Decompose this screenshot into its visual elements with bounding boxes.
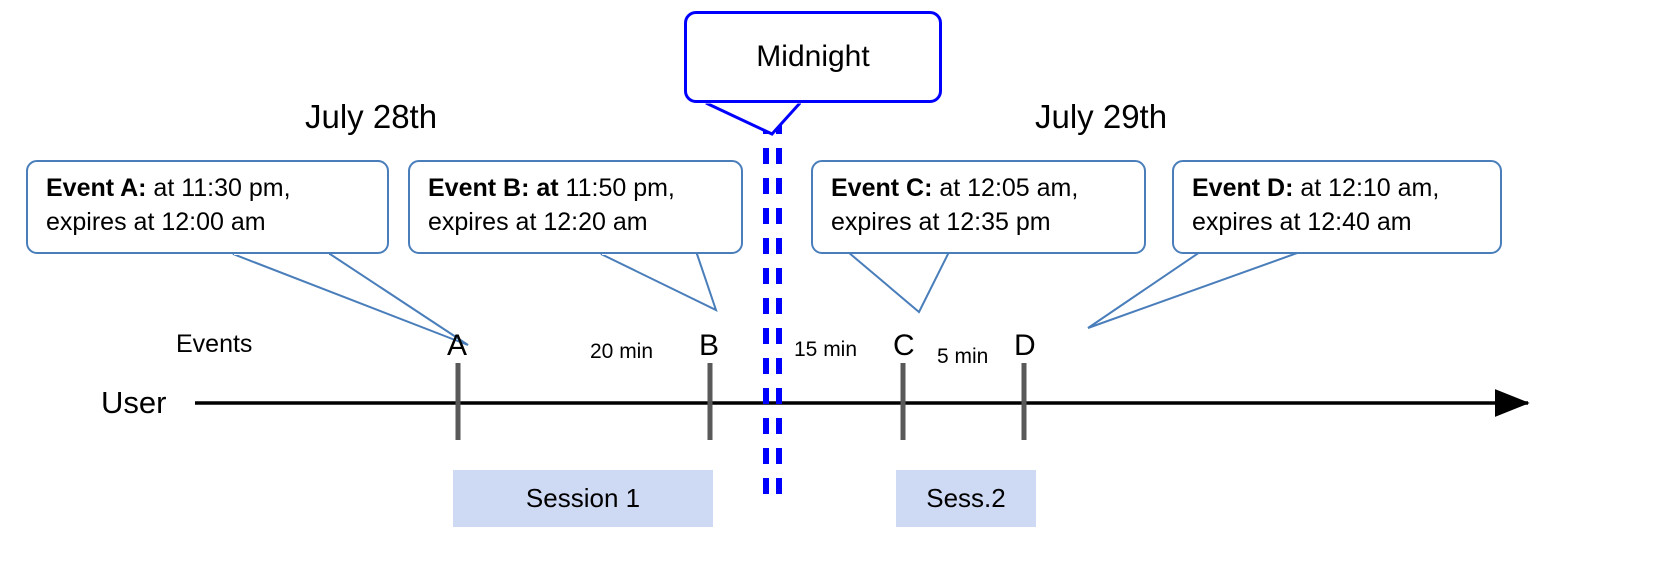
callout-event-d-title: Event D: xyxy=(1192,174,1294,202)
event-marker-a-label: A xyxy=(447,329,468,362)
leader-event-c xyxy=(845,251,951,314)
callout-event-a: Event A: at 11:30 pm, expires at 12:00 a… xyxy=(26,160,389,254)
event-marker-d-label: D xyxy=(1014,329,1036,362)
midnight-label: Midnight xyxy=(756,40,870,73)
midnight-callout: Midnight xyxy=(684,11,942,103)
callout-event-d: Event D: at 12:10 am, expires at 12:40 a… xyxy=(1172,160,1502,254)
gap-label-b-to-c: 15 min xyxy=(794,338,858,361)
callout-event-c-time: at 12:05 am, xyxy=(932,174,1079,202)
callout-event-c-line1: Event C: at 12:05 am, xyxy=(831,172,1130,206)
callout-event-b: Event B: at 11:50 pm, expires at 12:20 a… xyxy=(408,160,743,254)
callout-event-d-line1: Event D: at 12:10 am, xyxy=(1192,172,1486,206)
session-block-1: Session 1 xyxy=(453,470,713,527)
row-label-user: User xyxy=(101,385,167,420)
midnight-callout-tail xyxy=(705,101,802,136)
callout-event-a-title: Event A: xyxy=(46,174,147,202)
row-label-events: Events xyxy=(176,330,253,358)
gap-label-a-to-b: 20 min xyxy=(590,340,654,363)
callout-event-b-time: 11:50 pm, xyxy=(558,174,675,202)
leader-event-a xyxy=(232,253,469,346)
callout-event-c-line2: expires at 12:35 pm xyxy=(831,207,1051,236)
callout-event-a-time: at 11:30 pm, xyxy=(146,174,291,202)
callout-event-b-line2: expires at 12:20 am xyxy=(428,207,648,236)
callout-event-d-time: at 12:10 am, xyxy=(1293,174,1440,202)
callout-event-a-line1: Event A: at 11:30 pm, xyxy=(46,172,373,206)
callout-event-c-title: Event C: xyxy=(831,174,933,202)
leader-event-d xyxy=(1087,251,1301,329)
leader-event-b xyxy=(600,253,718,312)
session-block-2: Sess.2 xyxy=(896,470,1036,527)
date-label-july-28: July 28th xyxy=(305,98,438,135)
event-marker-c-label: C xyxy=(893,329,915,362)
gap-label-c-to-d: 5 min xyxy=(937,345,989,368)
date-label-july-29: July 29th xyxy=(1035,98,1168,135)
session-block-2-label: Sess.2 xyxy=(926,483,1006,513)
callout-event-b-title: Event B: at xyxy=(428,174,559,202)
event-marker-b-label: B xyxy=(699,329,720,362)
callout-event-d-line2: expires at 12:40 am xyxy=(1192,207,1412,236)
callout-event-b-line1: Event B: at 11:50 pm, xyxy=(428,172,727,206)
callout-event-a-line2: expires at 12:00 am xyxy=(46,207,266,236)
callout-event-c: Event C: at 12:05 am, expires at 12:35 p… xyxy=(811,160,1146,254)
session-block-1-label: Session 1 xyxy=(525,483,641,513)
